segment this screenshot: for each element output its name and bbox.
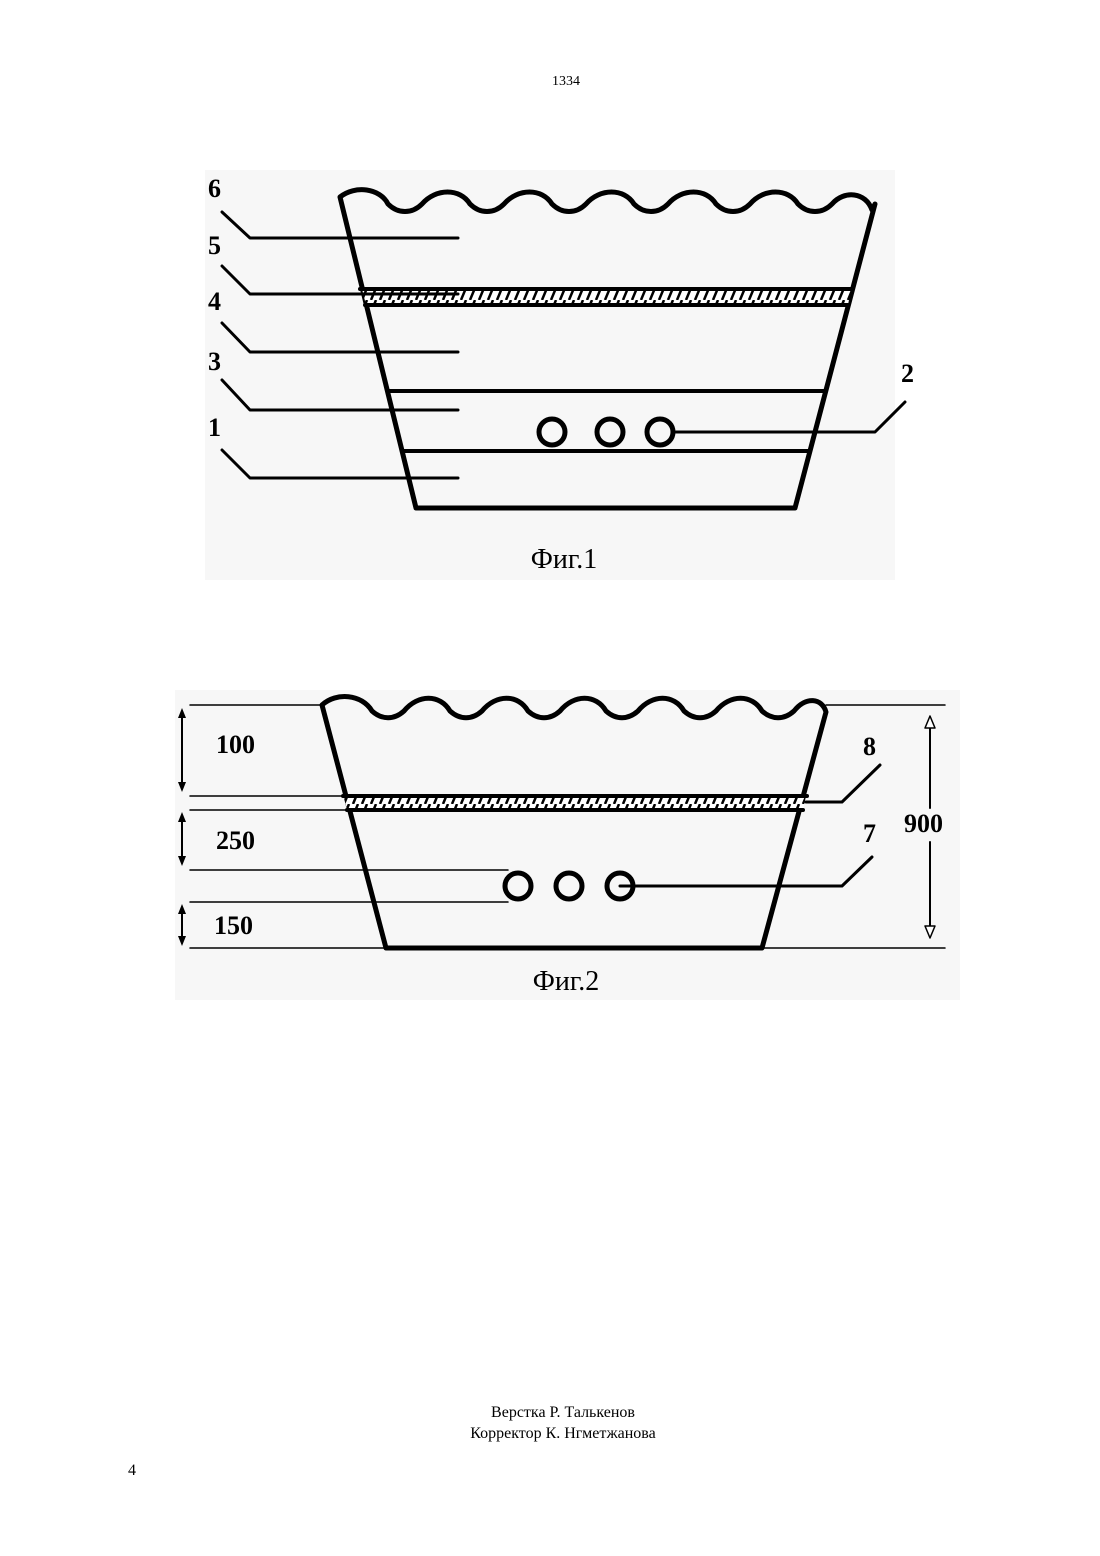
dimension-label-250: 250 bbox=[216, 826, 255, 855]
figure-2 bbox=[178, 697, 945, 948]
leader-8 bbox=[806, 765, 880, 802]
label-1: 1 bbox=[208, 413, 221, 442]
label-8: 8 bbox=[863, 732, 876, 761]
label-4: 4 bbox=[208, 287, 221, 316]
page-number: 4 bbox=[128, 1462, 136, 1480]
dimension-label-100: 100 bbox=[216, 730, 255, 759]
cord-layer-hatched-fig1 bbox=[362, 289, 851, 305]
label-2: 2 bbox=[901, 359, 914, 388]
figure-2-caption: Фиг.2 bbox=[533, 966, 599, 997]
dimension-label-900: 900 bbox=[904, 809, 943, 838]
leader-2 bbox=[673, 402, 905, 432]
label-3: 3 bbox=[208, 347, 221, 376]
proof-credit: Корректор К. Нгметжанова bbox=[0, 1423, 1100, 1444]
cord-circle-fig1-3 bbox=[647, 419, 673, 445]
cord-circle-fig1-1 bbox=[539, 419, 565, 445]
cord-circle-fig1-2 bbox=[597, 419, 623, 445]
leader-3 bbox=[222, 380, 458, 410]
layout-credit: Верстка Р. Талькенов bbox=[0, 1402, 1100, 1423]
cord-circle-fig2-1 bbox=[505, 873, 531, 899]
leader-4 bbox=[222, 323, 458, 352]
figure-1-caption: Фиг.1 bbox=[531, 544, 597, 575]
leader-1 bbox=[222, 450, 458, 478]
belt-profile-fig2 bbox=[322, 697, 826, 948]
footer-credits: Верстка Р. Талькенов Корректор К. Нгметж… bbox=[0, 1402, 1100, 1444]
cord-circle-fig2-2 bbox=[556, 873, 582, 899]
label-5: 5 bbox=[208, 231, 221, 260]
dimension-label-150: 150 bbox=[214, 911, 253, 940]
label-7: 7 bbox=[863, 819, 876, 848]
leader-7 bbox=[620, 857, 872, 886]
cord-layer-hatched-fig2 bbox=[344, 796, 806, 810]
leader-6 bbox=[222, 212, 458, 238]
figure-1 bbox=[222, 190, 905, 508]
label-6: 6 bbox=[208, 174, 221, 203]
